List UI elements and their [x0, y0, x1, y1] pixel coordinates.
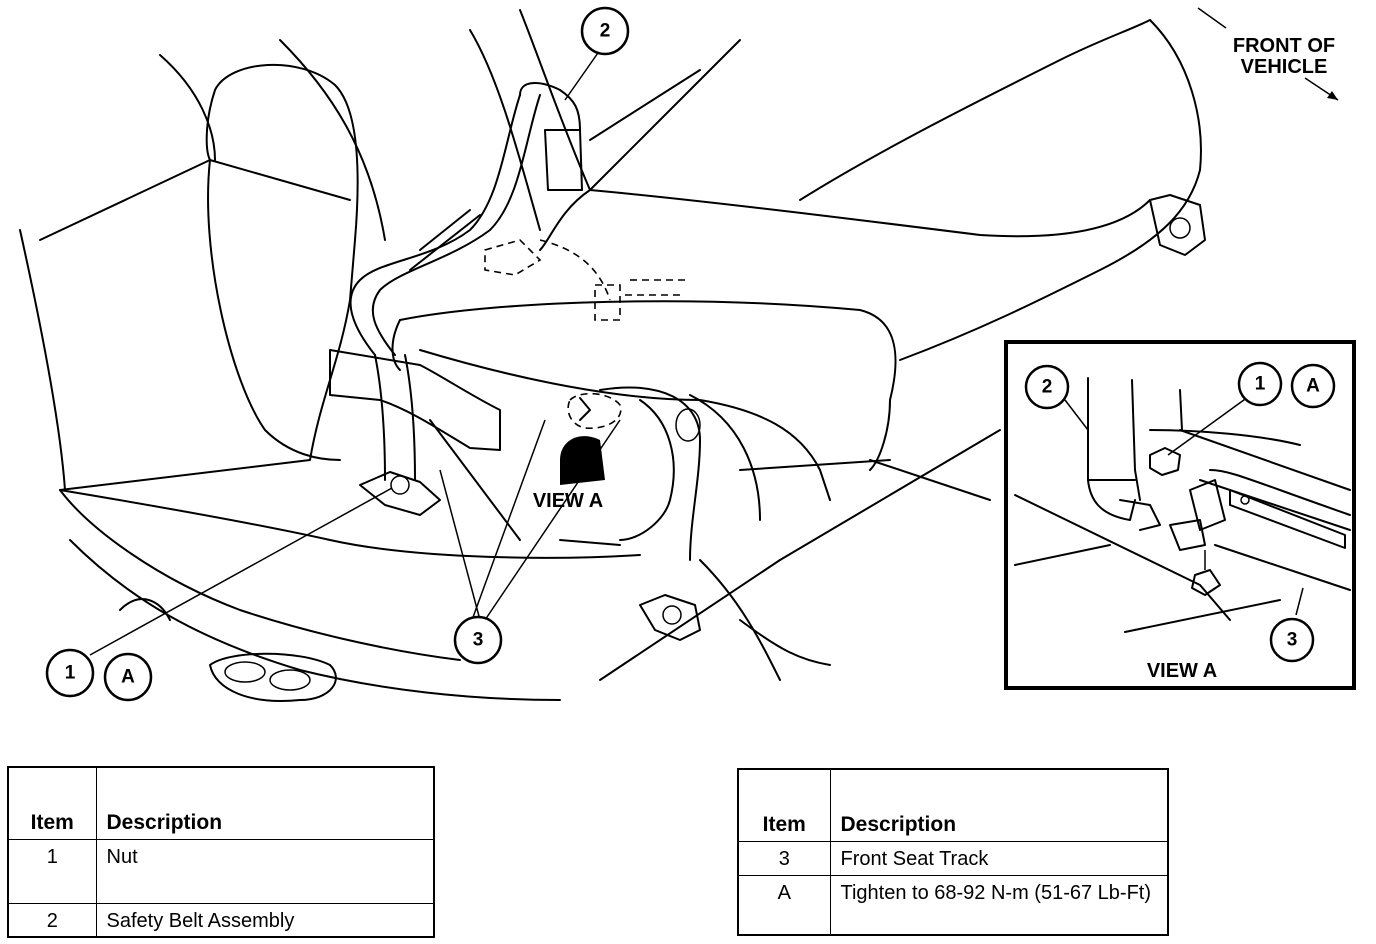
legend-row: 3 Front Seat Track — [737, 840, 1169, 876]
legend-header-item: Item — [7, 766, 97, 840]
view-a-label-inset: VIEW A — [1147, 660, 1217, 682]
legend-row: A Tighten to 68-92 N-m (51-67 Lb-Ft) — [737, 874, 1169, 936]
legend-item-description: Front Seat Track — [829, 840, 1169, 876]
callout-1-inset: 1 — [1239, 363, 1281, 405]
front-of-vehicle-label-line2: VEHICLE — [1241, 56, 1328, 78]
callout-3-inset: 3 — [1271, 619, 1313, 661]
callout-1-main: 1 — [47, 650, 93, 696]
legend-item-description: Nut — [95, 838, 435, 904]
legend-row: 2 Safety Belt Assembly — [7, 902, 435, 938]
legend-item-number: 3 — [737, 840, 831, 876]
front-seat-illustration — [20, 10, 1205, 701]
seat-belt-installation-diagram: FRONT OF VEHICLE VIEW A 2 1 A 3 — [0, 0, 1376, 750]
legend-item-number: 1 — [7, 838, 97, 904]
front-of-vehicle-label-line1: FRONT OF — [1233, 35, 1335, 57]
legend-header-row: Item Description — [7, 766, 435, 840]
legend-table-left: Item Description 1 Nut 2 Safety Belt Ass… — [7, 766, 435, 938]
view-a-inset: VIEW A 2 1 A 3 — [1006, 342, 1354, 688]
legend-header-row: Item Description — [737, 768, 1169, 842]
legend-item-description: Safety Belt Assembly — [95, 902, 435, 938]
legend-table-right: Item Description 3 Front Seat Track A Ti… — [737, 768, 1169, 936]
callout-2-main: 2 — [582, 8, 628, 54]
legend-item-number: A — [737, 874, 831, 936]
legend-header-description: Description — [829, 768, 1169, 842]
callout-2-inset: 2 — [1026, 366, 1068, 408]
callout-a-main: A — [105, 654, 151, 700]
safety-belt-assembly — [330, 83, 582, 480]
view-a-detail-marker — [560, 394, 621, 485]
svg-text:2: 2 — [600, 21, 611, 42]
legend-header-description: Description — [95, 766, 435, 840]
svg-text:A: A — [1306, 376, 1320, 397]
legend-row: 1 Nut — [7, 838, 435, 904]
svg-text:A: A — [121, 667, 135, 688]
legend-item-number: 2 — [7, 902, 97, 938]
svg-text:3: 3 — [473, 630, 484, 651]
svg-text:1: 1 — [65, 663, 76, 684]
callout-a-inset: A — [1292, 365, 1334, 407]
legend-header-item: Item — [737, 768, 831, 842]
svg-text:2: 2 — [1042, 377, 1053, 398]
legend-item-description: Tighten to 68-92 N-m (51-67 Lb-Ft) — [829, 874, 1169, 936]
svg-text:3: 3 — [1287, 630, 1298, 651]
floor-anchor-nut — [360, 472, 440, 515]
callout-3-main: 3 — [455, 617, 501, 663]
leader-lines — [90, 8, 1338, 655]
svg-text:1: 1 — [1255, 374, 1266, 395]
view-a-label-main: VIEW A — [533, 490, 603, 512]
